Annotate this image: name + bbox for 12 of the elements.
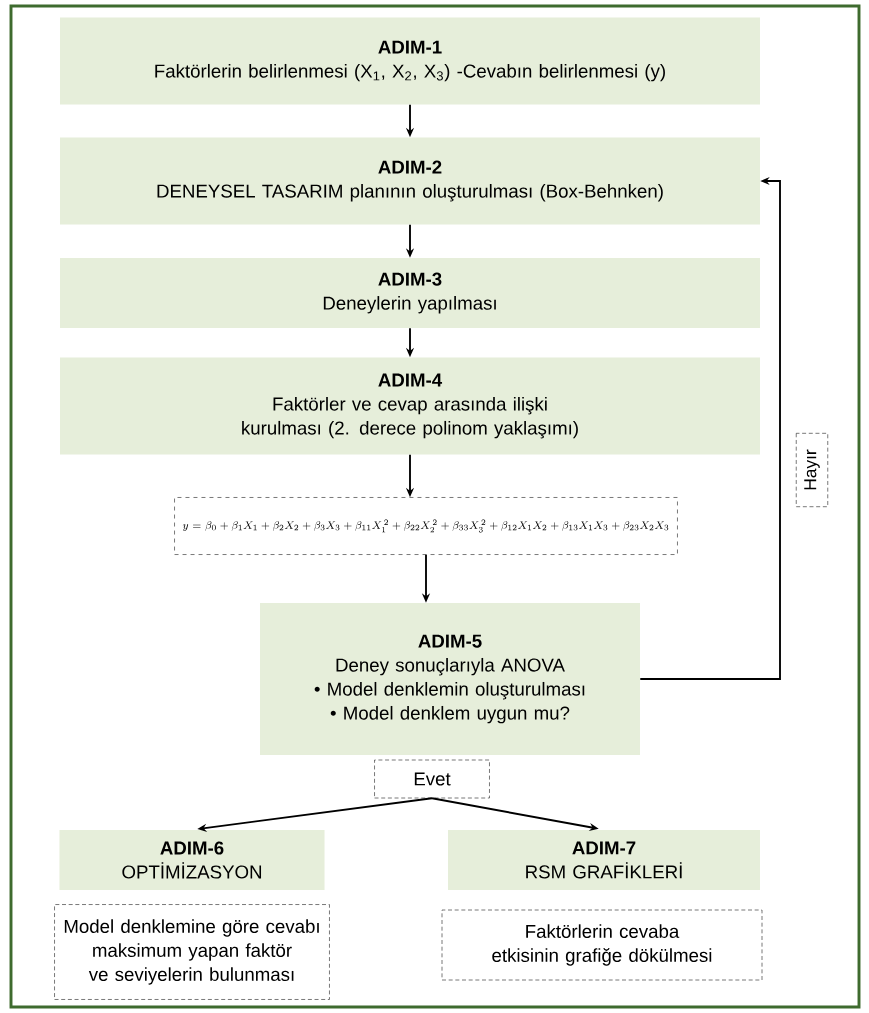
edge-label: Hayır [795,433,829,507]
step-box: ADIM-7 RSM GRAFİKLERİ [448,830,760,890]
step-box: ADIM-3 Deneylerin yapılması [60,258,760,328]
step-box: ADIM-1 Faktörlerin belirlenmesi (X$_{1}$, X$_{2}$, X$_{3}$) -Cevabın belirlenmesi (y) [60,17,760,105]
step-box: ADIM-4 Faktörler ve cevap arasında ilişki kurulması (2. derece polinom yaklaşımı) [60,357,760,455]
note-box: Faktörlerin cevaba etkisinin grafiğe dökülmesi [441,909,763,981]
step-box: ADIM-2 DENEYSEL TASARIM planının oluşturulması (Box-Behnken) [60,137,760,225]
step-box: ADIM-6 OPTİMİZASYON [59,830,325,890]
note-box: Model denklemine göre cevabı maksimum yapan faktör ve seviyelerin bulunması [54,904,330,1000]
step-box: ADIM-5 Deney sonuçlarıyla ANOVA • Model denklemin oluşturulması • Model denklem uygun mu? [260,603,640,755]
equation-box: $y= \beta_0+ \beta_1X_1+ \beta_2X_2+ \beta_3X_3+ \beta_{11}X_1^{\,2}+ \beta_{22}X_2^{\,2}+ \beta_{33}X_3^{\,2}+ \beta_{12}X_1X_2+ \beta_{13}X_1X_3+ \beta_{23}X_2X_3$ [174,497,678,555]
answer-box: Evet [374,759,490,799]
